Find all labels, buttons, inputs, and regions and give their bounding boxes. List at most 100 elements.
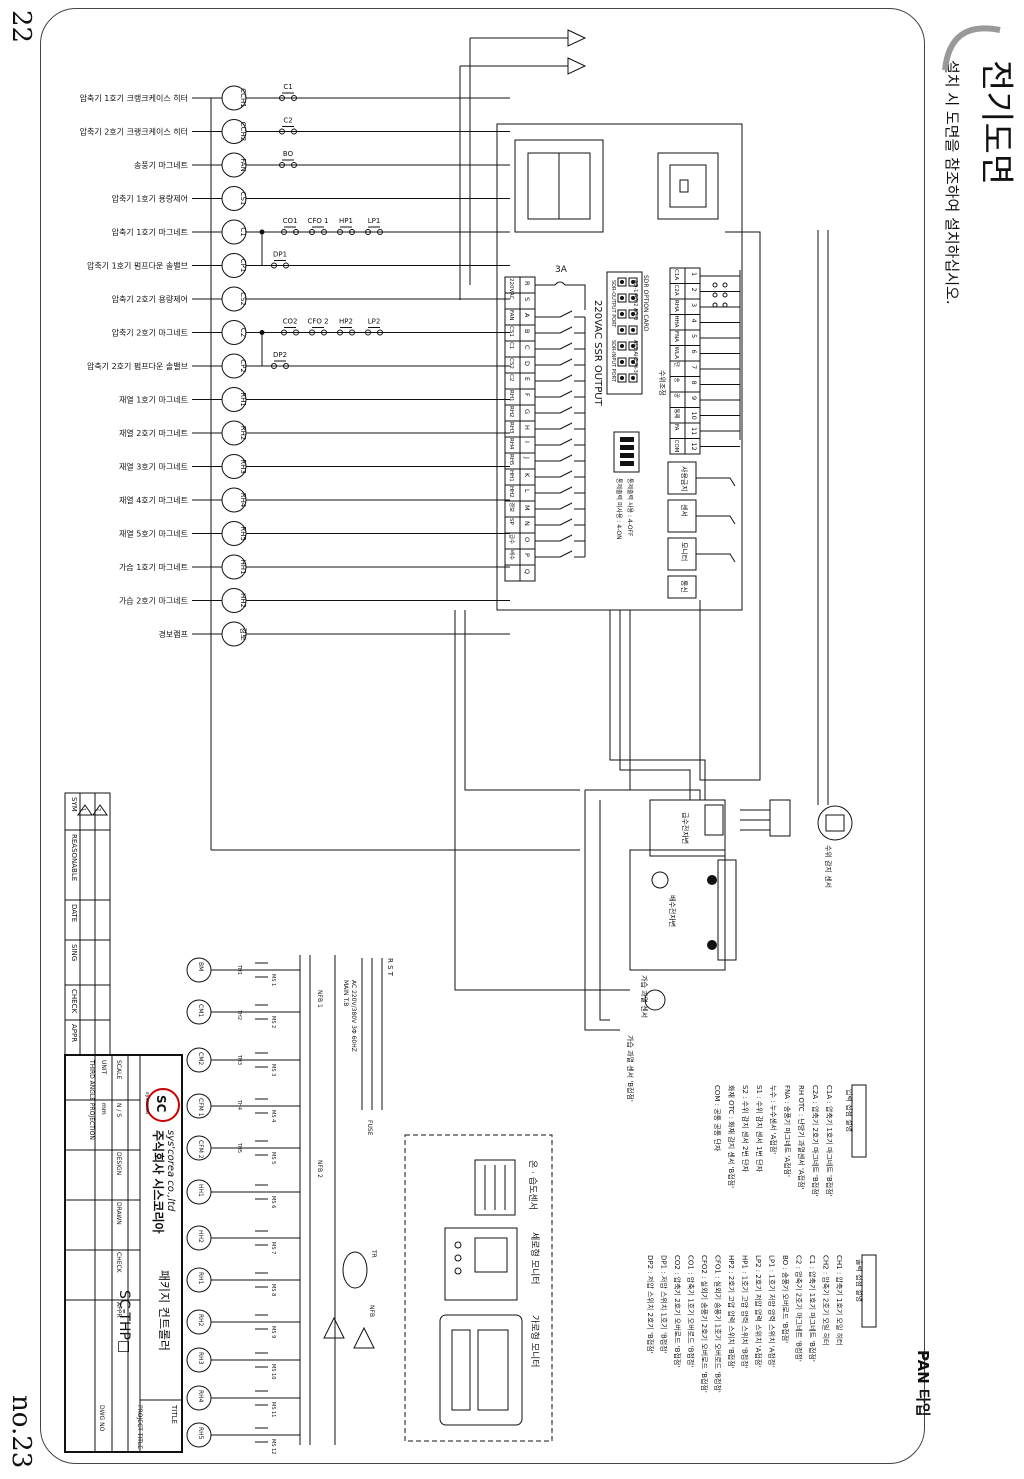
power-rst: R S T xyxy=(386,958,394,977)
rev-sym: 2 xyxy=(95,808,101,811)
input-legend-row: 누수 : 누수센서 'A접점' xyxy=(769,1085,778,1154)
input-name: WLA xyxy=(673,347,679,360)
input-legend-row: FNA : 송풍기 마그네트 'A접점' xyxy=(783,1085,792,1177)
input-name: C2A xyxy=(673,285,679,296)
logo-sub: syscorea xyxy=(144,1092,150,1114)
load-label: 압축기 1호기 펌프다운 솔밸브 xyxy=(87,261,188,271)
th-label: TH4 xyxy=(236,1099,242,1110)
load-label: 압축기 1호기 마그네트 xyxy=(112,228,188,237)
options-box xyxy=(404,1134,553,1442)
input-legend-row: RH OTC : 난방기 과열센서 'A접점' xyxy=(797,1085,806,1190)
output-legend-row: CO2 : 압축기 2호기 오버로드 'B접점' xyxy=(673,1255,682,1367)
revision-col-header: SING xyxy=(70,944,78,961)
motor-label: RH3 xyxy=(197,1352,204,1365)
ms-label: MS 3 xyxy=(270,1064,276,1076)
input-num: 11 xyxy=(690,427,698,435)
input-num: 1 xyxy=(690,272,698,276)
contact-label: LP1 xyxy=(368,217,381,225)
output-legend-row: DP2 : 저압 스위치 2호기 'B접점' xyxy=(646,1255,655,1354)
load-label: 재열 5호기 마그네트 xyxy=(119,530,188,539)
load-code: CCH1 xyxy=(239,88,247,108)
input-legend-row: C1A : 압축기 1호기 마그네트 'B접점' xyxy=(825,1085,834,1197)
horiz-monitor-option xyxy=(439,1314,523,1426)
load-code: RH3 xyxy=(239,459,247,474)
revision-col-header: REASONABLE xyxy=(70,834,78,881)
header-title: 전기도면 xyxy=(976,60,1016,185)
company-logo-icon xyxy=(146,1088,180,1122)
terminal-name: HH2 xyxy=(508,486,514,498)
terminal-title: 220VAC SSR OUTPUT xyxy=(592,300,603,407)
check-label: CHECK xyxy=(115,1252,122,1274)
contact-label: BO xyxy=(283,150,294,158)
input-legend-title: 입력 접점 설명 xyxy=(845,1089,854,1132)
power-nfb2: NFB 2 xyxy=(316,1160,323,1178)
motor-label: RH5 xyxy=(197,1427,204,1440)
humid-sensor-option xyxy=(474,1159,516,1216)
power-tr: TR xyxy=(370,1249,377,1258)
project-title-label: PROJECT TITLE xyxy=(136,1405,143,1449)
ms-label: MS 6 xyxy=(270,1196,276,1208)
input-num: 3 xyxy=(690,303,698,307)
terminal-name: RH3 xyxy=(508,422,514,434)
terminal-name: SP xyxy=(508,518,514,525)
triangle-marker-1-icon xyxy=(567,29,587,47)
humid-sensor-out-label: 가습 과열 센서 'B접점' xyxy=(626,1035,635,1102)
terminal-name: RH1 xyxy=(508,390,514,401)
company-en: sys'corea co.,ltd xyxy=(165,1130,176,1212)
drain-valve2-label: 배수전자변 xyxy=(668,895,677,927)
terminal-letter: M xyxy=(523,505,531,511)
input-num: 6 xyxy=(690,350,698,354)
load-label: 압축기 2호기 크랭크케이스 히터 xyxy=(80,127,188,137)
terminal-letter: I xyxy=(523,441,531,443)
output-legend-row: CFO2 : 실외기 송풍기 2호기 오버로드 'B접점' xyxy=(700,1255,709,1393)
motor-label: CFM 2 xyxy=(197,1140,204,1159)
product-name: 패키지 컨트롤러 xyxy=(157,1270,171,1351)
input-name: C1A xyxy=(673,269,679,280)
rev-triangle-icon xyxy=(77,804,93,816)
input-legend-row: S1 : 수위 감지 센서 1번 단자 xyxy=(755,1085,764,1173)
load-code: RH4 xyxy=(239,493,247,508)
header-subtitle: 설치 시 도면을 참조하여 설치하십시오. xyxy=(943,60,961,305)
terminal-name: RH2 xyxy=(508,406,514,417)
drawn-label: DRAWN xyxy=(115,1202,122,1225)
terminal-letter: F xyxy=(523,393,531,397)
contact-label: LP2 xyxy=(368,318,381,326)
load-code: RH5 xyxy=(239,526,247,541)
terminal-letter: N xyxy=(523,521,531,526)
input-num: 9 xyxy=(690,396,698,400)
terminal-letter: S xyxy=(523,297,531,301)
output-legend-row: C2 : 압축기 2호기 마그네트 'B접점' xyxy=(795,1255,804,1362)
triangle-ref-icon xyxy=(323,1316,345,1339)
terminal-name: 배수 xyxy=(508,550,516,560)
breaker-window xyxy=(657,152,719,220)
scale-value: N / S xyxy=(115,1103,122,1117)
dip-line-1: 통제출력 사용 : 4-OFF xyxy=(626,478,634,537)
contact-label: DP2 xyxy=(273,351,287,359)
load-label: 압축기 2호기 펌프다운 솔밸브 xyxy=(87,361,188,371)
ms-label: MS 9 xyxy=(270,1326,276,1338)
projection-label: THIRD ANGLE PROJECTION xyxy=(88,1059,95,1140)
terminal-name: CS2 xyxy=(508,358,514,369)
sdr-row: SDR-OUTPUT PORT xyxy=(610,280,616,328)
terminal-name: 급수 xyxy=(508,534,515,544)
motor-label: RH1 xyxy=(197,1272,204,1285)
motor-label: CM2 xyxy=(197,1052,204,1065)
input-num: 5 xyxy=(690,334,698,338)
terminal-name: 220VAC xyxy=(508,278,514,300)
terminal-letter: R xyxy=(523,281,531,286)
company-ko: 주식회사 시스코리아 xyxy=(151,1130,166,1234)
motor-label: HH1 xyxy=(197,1184,204,1197)
option-wall-monitor: 세로형 모니터 xyxy=(529,1232,540,1285)
output-legend-row: DP1 : 저압 스위치 1호기 'B접점' xyxy=(660,1255,669,1354)
ms-label: MS 10 xyxy=(270,1364,276,1379)
input-name: COM xyxy=(673,440,679,453)
power-main-tb: MAIN T.B xyxy=(342,980,349,1006)
load-label: 가습 2호기 마그네트 xyxy=(119,597,188,606)
load-label: 경보램프 xyxy=(159,629,188,639)
output-legend-row: CO1 : 압축기 1호기 오버로드 'B접점' xyxy=(687,1255,696,1367)
load-label: 재열 2호기 마그네트 xyxy=(119,429,188,438)
input-num: 10 xyxy=(690,412,698,420)
terminal-letter: J xyxy=(523,456,531,459)
terminal-name: FAN xyxy=(508,310,514,321)
load-code: 경보 xyxy=(239,628,248,641)
